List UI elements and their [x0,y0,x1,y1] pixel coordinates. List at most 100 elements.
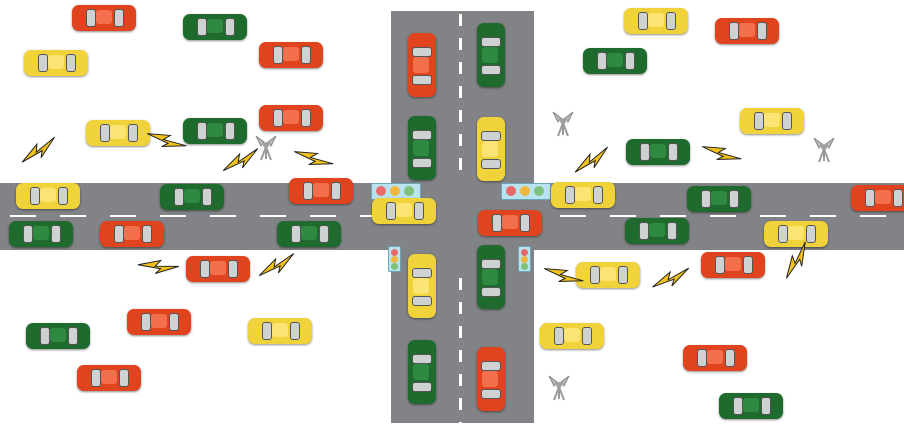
lane-dash [560,215,586,217]
car-icon [16,183,80,209]
car-window [66,54,76,72]
car-icon [259,105,323,131]
car-icon [624,8,688,34]
lane-dash [459,278,462,290]
car-roof [48,55,64,69]
car-icon [683,345,747,371]
car-window [782,112,792,130]
car-window [228,260,238,278]
car-window [114,225,124,243]
car-roof [313,183,329,197]
car-roof [482,141,498,157]
car-roof [301,226,317,240]
car-icon [186,256,250,282]
car-window [865,189,875,207]
traffic-light-icon [501,183,551,200]
car-roof [600,267,616,281]
car-window [481,361,501,371]
car-window [262,322,272,340]
car-window [174,188,184,206]
satellite-dish-icon [811,134,837,164]
car-window [582,327,592,345]
car-window [100,124,110,142]
car-icon [183,118,247,144]
car-icon [26,323,90,349]
car-icon [477,347,505,411]
lane-dash [210,215,236,217]
car-icon [259,42,323,68]
car-window [761,397,771,415]
car-icon [740,108,804,134]
car-window [200,260,210,278]
car-icon [478,210,542,236]
car-window [291,225,301,243]
lane-dash [110,215,136,217]
car-roof [875,190,891,204]
car-window [668,143,678,161]
car-window [23,225,33,243]
yellow-lamp [390,186,400,196]
car-window [597,52,607,70]
car-roof [207,19,223,33]
car-icon [183,14,247,40]
traffic-intersection-diagram [0,0,904,423]
lightning-bolt-icon [697,134,744,174]
car-icon [477,117,505,181]
car-icon [277,221,341,247]
car-roof [210,261,226,275]
red-lamp [506,186,516,196]
car-window [412,130,432,140]
car-icon [687,186,751,212]
car-window [128,124,138,142]
car-window [729,22,739,40]
car-icon [408,33,436,97]
car-window [142,225,152,243]
car-icon [408,254,436,318]
car-window [114,9,124,27]
lane-dash [459,302,462,314]
traffic-light-icon [518,246,531,272]
car-window [40,327,50,345]
car-window [715,256,725,274]
car-window [301,109,311,127]
car-roof [649,223,665,237]
car-window [412,158,432,168]
lightning-bolt-icon [289,139,336,179]
car-icon [540,323,604,349]
car-roof [413,140,429,156]
traffic-light-icon [388,246,401,272]
car-window [119,369,129,387]
car-window [520,214,530,232]
car-window [697,349,707,367]
car-window [141,313,151,331]
car-window [202,188,212,206]
car-roof [413,364,429,380]
car-window [290,322,300,340]
car-window [197,18,207,36]
lane-dash [459,374,462,386]
car-icon [477,23,505,87]
car-window [86,9,96,27]
lane-dash [260,215,286,217]
car-window [554,327,564,345]
car-roof [575,187,591,201]
car-roof [151,314,167,328]
car-icon [160,184,224,210]
satellite-dish-icon [253,132,279,162]
car-roof [272,323,288,337]
car-icon [715,18,779,44]
car-window [492,214,502,232]
car-roof [184,189,200,203]
car-window [412,354,432,364]
car-roof [648,13,664,27]
car-window [729,190,739,208]
car-window [412,75,432,85]
lane-dash [810,215,836,217]
car-roof [711,191,727,205]
car-window [91,369,101,387]
satellite-dish-icon [550,108,576,138]
car-icon [408,340,436,404]
car-roof [33,226,49,240]
lane-dash [160,215,186,217]
car-window [169,313,179,331]
